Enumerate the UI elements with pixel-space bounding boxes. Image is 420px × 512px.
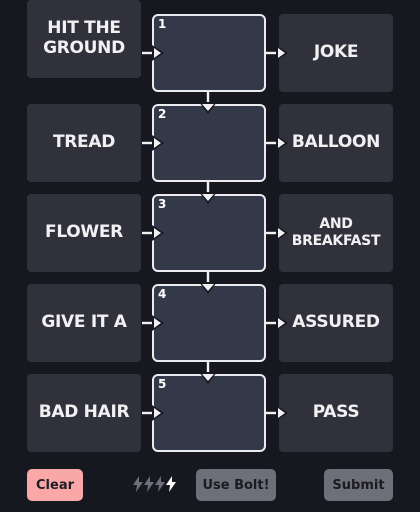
lightning-bolt-icon xyxy=(155,476,165,492)
arrow-down-icon xyxy=(198,272,218,296)
left-clue-text: FLOWER xyxy=(45,222,123,243)
right-clue-5: PASS xyxy=(279,374,393,452)
arrow-right-icon xyxy=(266,314,290,332)
use-bolt-button[interactable]: Use Bolt! xyxy=(196,469,276,501)
arrow-right-icon xyxy=(142,404,166,422)
left-clue-1: HIT THE GROUND xyxy=(27,0,141,78)
left-clue-2: TREAD xyxy=(27,104,141,182)
arrow-down-icon xyxy=(198,362,218,386)
left-clue-3: FLOWER xyxy=(27,194,141,272)
arrow-right-icon xyxy=(266,224,290,242)
right-clue-text: ASSURED xyxy=(292,312,380,333)
left-clue-text: HIT THE GROUND xyxy=(43,18,125,58)
arrow-right-icon xyxy=(142,224,166,242)
right-clue-1: JOKE xyxy=(279,14,393,92)
right-clue-4: ASSURED xyxy=(279,284,393,362)
arrow-down-icon xyxy=(198,182,218,206)
lightning-bolt-icon xyxy=(144,476,154,492)
left-clue-text: BAD HAIR xyxy=(38,402,130,423)
arrow-right-icon xyxy=(142,134,166,152)
slot-number: 5 xyxy=(158,377,167,391)
submit-button[interactable]: Submit xyxy=(324,469,393,501)
lightning-bolt-icon xyxy=(166,476,176,492)
arrow-down-icon xyxy=(198,92,218,116)
arrow-right-icon xyxy=(142,314,166,332)
left-clue-text: GIVE IT A xyxy=(41,312,127,333)
right-clue-2: BALLOON xyxy=(279,104,393,182)
bolt-counter xyxy=(133,476,176,492)
arrow-right-icon xyxy=(266,404,290,422)
right-clue-3: AND BREAKFAST xyxy=(279,194,393,272)
lightning-bolt-icon xyxy=(133,476,143,492)
clear-button[interactable]: Clear xyxy=(27,469,83,501)
answer-slot-1[interactable]: 1 xyxy=(152,14,266,92)
slot-number: 1 xyxy=(158,17,167,31)
slot-number: 3 xyxy=(158,197,167,211)
arrow-right-icon xyxy=(266,134,290,152)
right-clue-text: PASS xyxy=(312,402,360,423)
right-clue-text: BALLOON xyxy=(291,132,381,153)
left-clue-text: TREAD xyxy=(52,132,116,153)
right-clue-text: AND BREAKFAST xyxy=(291,216,381,249)
slot-number: 4 xyxy=(158,287,167,301)
slot-number: 2 xyxy=(158,107,167,121)
answer-slot-3[interactable]: 3 xyxy=(152,194,266,272)
left-clue-5: BAD HAIR xyxy=(27,374,141,452)
right-clue-text: JOKE xyxy=(313,42,359,63)
arrow-right-icon xyxy=(266,44,290,62)
arrow-right-icon xyxy=(142,44,166,62)
left-clue-4: GIVE IT A xyxy=(27,284,141,362)
